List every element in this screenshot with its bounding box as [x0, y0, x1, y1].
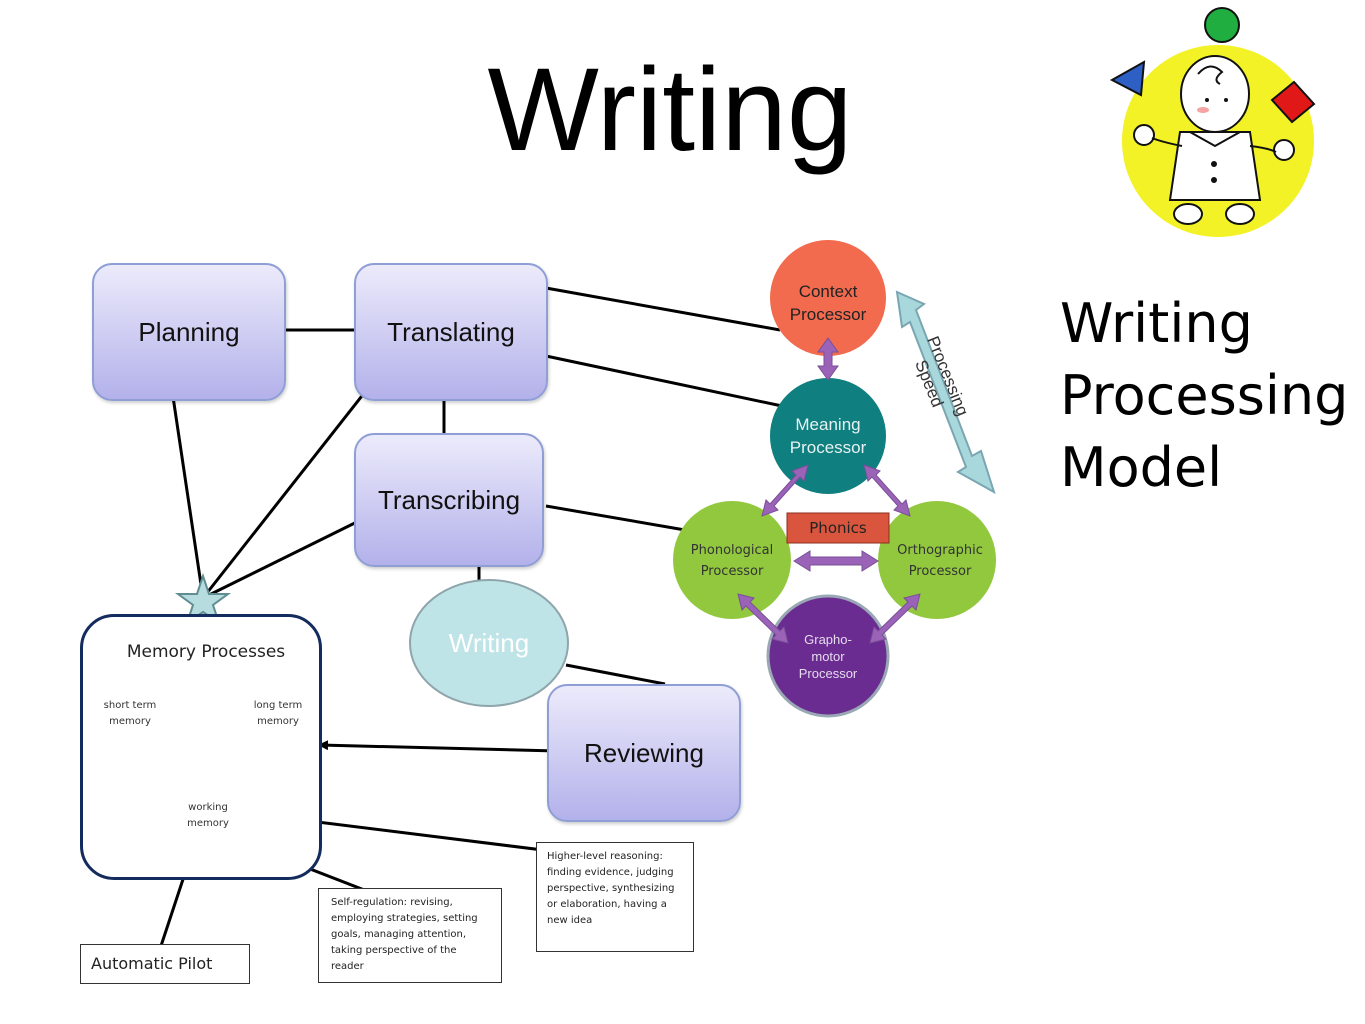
phonological-processor-label: Phonological Processor — [690, 543, 774, 579]
writing-ellipse-label: Writing — [448, 628, 530, 658]
model-title-line-1: Writing — [1060, 292, 1253, 355]
graphomotor-processor-circle — [766, 594, 890, 718]
short-term-memory-label: short term memory — [103, 700, 157, 727]
page-title: Writing — [487, 44, 853, 176]
model-title: Writing Processing Model — [1060, 288, 1348, 504]
orthographic-processor-circle — [878, 501, 996, 619]
memory-to-planning-arrow — [168, 388, 205, 599]
reviewing-label: Reviewing — [584, 737, 704, 768]
orthographic-processor-label: Orthographic Processor — [897, 543, 983, 579]
translating-label: Translating — [387, 316, 515, 347]
star-icon — [174, 572, 232, 626]
phonological-processor-circle — [673, 501, 791, 619]
graphomotor-processor-label: Grapho- motor Processor — [798, 632, 858, 681]
connector-lines — [545, 286, 783, 686]
memory-processes-box — [80, 614, 322, 880]
memory-to-transcribing-arrow — [202, 511, 377, 600]
reviewing-to-memory-arrow — [318, 740, 558, 753]
phonics-bar — [786, 512, 890, 544]
transcribing-box[interactable]: Transcribing — [354, 433, 544, 567]
processing-speed-arrow — [895, 290, 996, 495]
translating-box[interactable]: Translating — [354, 263, 548, 401]
memory-to-translating-arrow — [201, 376, 378, 599]
meaning-processor-label: Meaning Processor — [789, 415, 867, 457]
planning-box[interactable]: Planning — [92, 263, 286, 401]
transcribing-label: Transcribing — [377, 485, 521, 515]
memory-processes-title: Memory Processes — [126, 642, 286, 662]
juggler-mascot-icon — [1109, 7, 1316, 237]
self-regulation-note: Self-regulation: revising, employing str… — [318, 888, 502, 983]
context-processor-label: Context Processor — [789, 282, 867, 324]
meaning-processor-circle — [770, 378, 886, 494]
context-processor-circle — [770, 240, 886, 356]
higher-level-reasoning-note: Higher-level reasoning: finding evidence… — [536, 842, 694, 952]
reviewing-box[interactable]: Reviewing — [547, 684, 741, 822]
processor-double-arrows — [737, 337, 921, 644]
model-title-line-3: Model — [1060, 436, 1223, 499]
phonics-label: Phonics — [809, 519, 867, 537]
writing-ellipse — [409, 579, 569, 707]
working-memory-label: working memory — [187, 802, 229, 829]
model-title-line-2: Processing — [1060, 364, 1349, 427]
planning-label: Planning — [138, 316, 240, 347]
long-term-memory-label: long term memory — [253, 700, 303, 727]
automatic-pilot-note: Automatic Pilot — [80, 944, 250, 984]
